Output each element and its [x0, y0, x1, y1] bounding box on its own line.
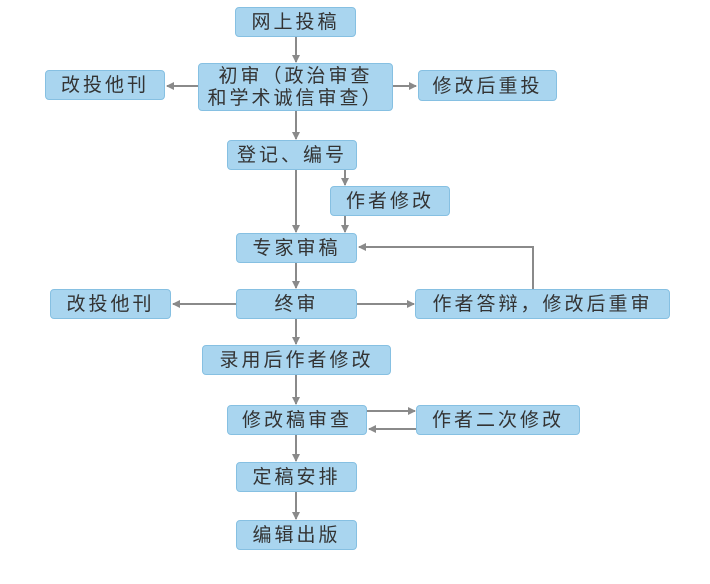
node-revise-resubmit: 修改后重投	[418, 70, 557, 101]
node-revision-check: 修改稿审查	[227, 405, 367, 435]
node-final-review: 终审	[236, 289, 357, 319]
initial-review-line2: 和学术诚信审查）	[207, 87, 384, 109]
node-author-defense: 作者答辩，修改后重审	[415, 289, 670, 319]
node-expert-review: 专家审稿	[236, 233, 357, 263]
arrow-defense-expert	[358, 243, 534, 289]
node-post-accept-revise: 录用后作者修改	[202, 345, 391, 375]
node-register: 登记、编号	[227, 140, 357, 170]
node-finalize: 定稿安排	[236, 462, 357, 492]
node-publish: 编辑出版	[236, 520, 357, 550]
node-reject-1: 改投他刊	[45, 70, 165, 100]
node-second-revise: 作者二次修改	[416, 405, 580, 435]
node-initial-review: 初审（政治审查 和学术诚信审查）	[198, 63, 393, 111]
node-author-revise: 作者修改	[330, 186, 450, 216]
node-reject-2: 改投他刊	[50, 289, 171, 319]
initial-review-line1: 初审（政治审查	[218, 65, 373, 87]
node-submit: 网上投稿	[235, 7, 356, 37]
